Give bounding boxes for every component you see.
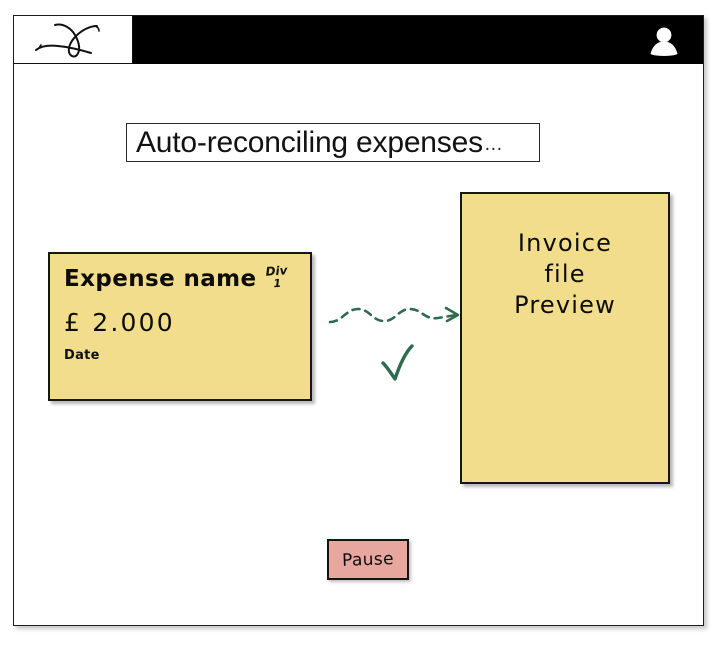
app-header bbox=[14, 16, 703, 64]
invoice-preview-line: Preview bbox=[514, 291, 616, 319]
user-avatar-icon[interactable] bbox=[647, 23, 681, 57]
handwritten-x-signature-logo-icon bbox=[35, 23, 100, 57]
app-window: Auto-reconciling expenses … Expense name… bbox=[13, 15, 704, 626]
pause-button-label: Pause bbox=[341, 548, 395, 571]
expense-card[interactable]: Expense name Div 1 £ 2.000 Date bbox=[48, 252, 312, 401]
dashed-wavy-arrow-right-icon bbox=[328, 306, 460, 324]
invoice-preview-line: file bbox=[544, 260, 586, 288]
invoice-preview-line: Invoice bbox=[517, 229, 613, 257]
checkmark-icon bbox=[381, 344, 414, 381]
invoice-file-preview-panel[interactable]: Invoice file Preview bbox=[460, 192, 670, 484]
page-title-label: Auto-reconciling expenses bbox=[136, 125, 483, 159]
page-title: Auto-reconciling expenses … bbox=[126, 123, 540, 162]
page-title-ellipsis: … bbox=[483, 134, 504, 155]
expense-name-label: Expense name bbox=[64, 266, 257, 292]
main-canvas: Auto-reconciling expenses … Expense name… bbox=[14, 64, 703, 625]
pause-button[interactable]: Pause bbox=[327, 539, 409, 580]
expense-date-label: Date bbox=[64, 348, 100, 363]
division-label: Div bbox=[264, 263, 288, 279]
header-toolbar bbox=[133, 16, 703, 64]
logo-button[interactable] bbox=[14, 16, 133, 64]
expense-division-badge: Div 1 bbox=[264, 263, 289, 290]
expense-name-row: Expense name Div 1 bbox=[64, 263, 296, 292]
expense-amount-label: £ 2.000 bbox=[64, 308, 175, 337]
